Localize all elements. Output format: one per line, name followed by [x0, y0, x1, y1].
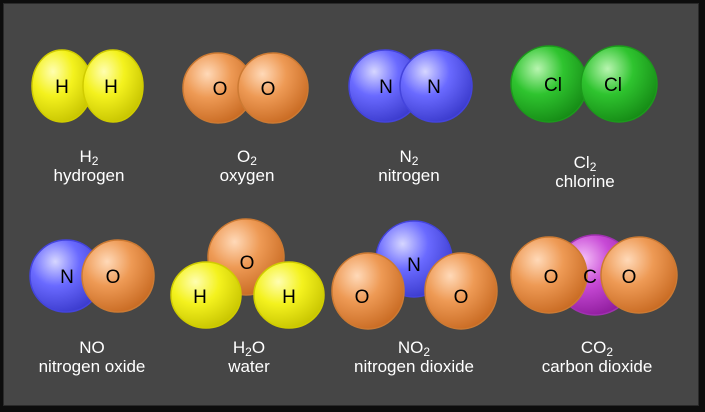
atom-label: O — [213, 79, 228, 100]
atom-o-left — [510, 236, 588, 314]
formula-symbol: Cl — [573, 153, 590, 172]
molecule-drawings: H H O O N N Cl Cl N O — [29, 45, 678, 330]
atom-o-right — [600, 236, 678, 314]
atom-label: Cl — [544, 75, 562, 96]
molecule-name: carbon dioxide — [541, 357, 653, 376]
atom-o-left — [331, 252, 405, 330]
atom-label: H — [55, 77, 69, 98]
atom-cl-right — [580, 45, 658, 123]
caption-h2: H2 hydrogen — [4, 147, 174, 185]
atom-label: N — [407, 255, 421, 276]
formula-symbol: H — [79, 147, 92, 166]
atom-label: H — [282, 287, 296, 308]
atom-label: O — [622, 267, 637, 288]
molecule-no: N O — [29, 239, 155, 313]
formula: Cl2 — [500, 153, 670, 174]
molecule-co2: O C O — [510, 234, 678, 316]
molecule-name: water — [228, 357, 270, 376]
atom-h-right — [253, 261, 325, 329]
atom-label: H — [104, 77, 118, 98]
atom-label: N — [379, 77, 393, 98]
atom-label: O — [261, 79, 276, 100]
formula: N2 — [324, 147, 494, 168]
caption-h2o: H2O water — [164, 338, 334, 376]
formula-subscript: 2 — [91, 154, 99, 168]
atom-n-right — [399, 49, 473, 123]
formula: NO — [7, 338, 177, 357]
formula-subscript: 2 — [606, 345, 614, 359]
atom-label: O — [355, 287, 370, 308]
caption-no: NO nitrogen oxide — [7, 338, 177, 376]
molecule-n2: N N — [348, 49, 473, 123]
molecule-h2: H H — [31, 49, 144, 123]
atom-label: N — [60, 267, 74, 288]
atom-o — [81, 239, 155, 313]
formula-symbol: H — [232, 338, 246, 357]
formula-symbol: O — [237, 147, 251, 166]
molecule-name: nitrogen — [378, 166, 440, 185]
formula-symbol: N — [399, 147, 412, 166]
atom-o-right — [424, 252, 498, 330]
atom-label: Cl — [604, 75, 622, 96]
formula: O2 — [162, 147, 332, 168]
atom-label: N — [427, 77, 441, 98]
atom-label: C — [583, 267, 597, 288]
caption-co2: CO2 carbon dioxide — [512, 338, 682, 376]
formula: CO2 — [512, 338, 682, 359]
molecule-cl2: Cl Cl — [510, 45, 658, 123]
molecule-name: nitrogen dioxide — [353, 357, 475, 376]
caption-o2: O2 oxygen — [162, 147, 332, 185]
atom-label: H — [193, 287, 207, 308]
formula-subscript: 2 — [250, 154, 257, 168]
formula: NO2 — [329, 338, 499, 359]
molecule-o2: O O — [182, 52, 309, 124]
molecule-h2o: O H H — [170, 218, 325, 329]
formula: H2O — [164, 338, 334, 359]
atom-h-right — [82, 49, 144, 123]
caption-cl2: Cl2 chlorine — [500, 153, 670, 191]
caption-n2: N2 nitrogen — [324, 147, 494, 185]
molecule-name: chlorine — [555, 172, 615, 191]
atom-o-right — [237, 52, 309, 124]
atom-label: O — [454, 287, 469, 308]
formula-subscript: 2 — [411, 154, 419, 168]
molecule-name: hydrogen — [53, 166, 125, 185]
atom-label: O — [240, 253, 255, 274]
molecule-name: nitrogen oxide — [38, 357, 146, 376]
formula-subscript: 2 — [423, 345, 431, 359]
formula-symbol: CO — [580, 338, 607, 357]
formula-symbol: NO — [79, 338, 105, 357]
molecule-no2: N O O — [331, 220, 498, 330]
caption-no2: NO2 nitrogen dioxide — [329, 338, 499, 376]
atom-h-left — [170, 261, 242, 329]
atom-label: O — [106, 267, 121, 288]
formula-subscript: 2 — [589, 160, 597, 174]
molecule-name: oxygen — [219, 166, 275, 185]
molecule-diagram: H H O O N N Cl Cl N O — [3, 3, 699, 406]
formula-subscript: 2 — [245, 345, 252, 359]
formula-rest: O — [251, 338, 266, 357]
formula-symbol: NO — [397, 338, 424, 357]
formula: H2 — [4, 147, 174, 168]
atom-label: O — [544, 267, 559, 288]
